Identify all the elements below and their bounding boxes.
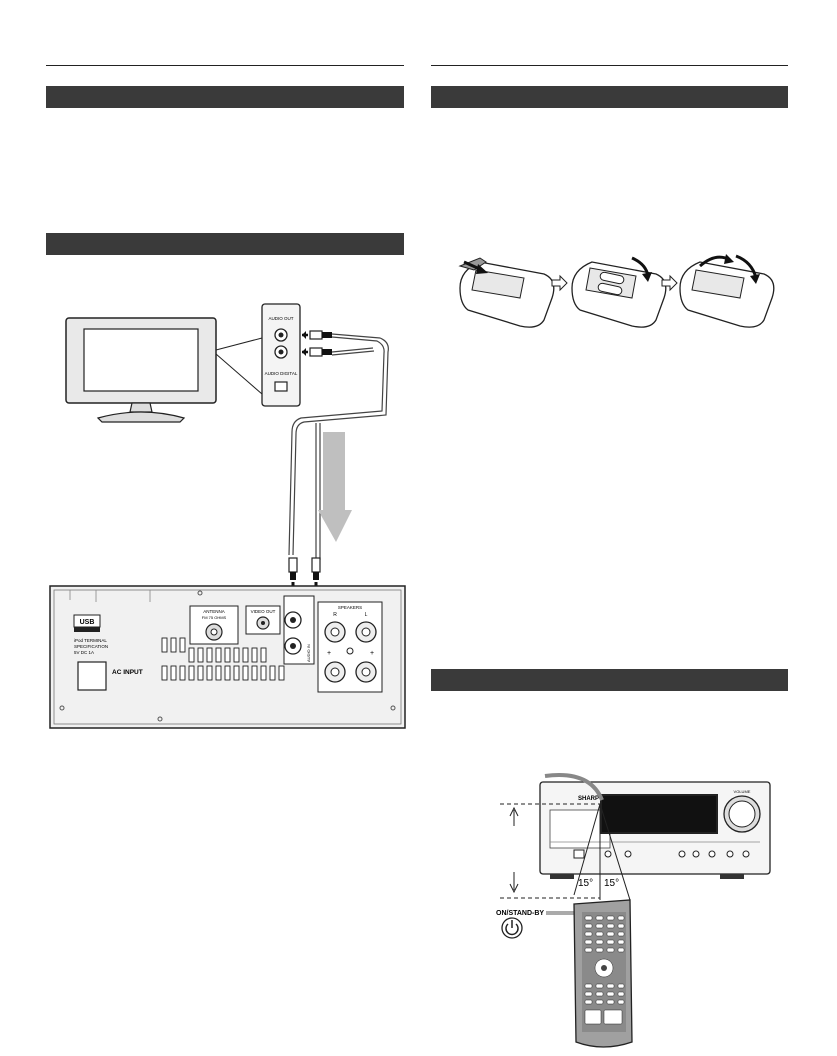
ipod-spec-line-3: 5V DC 1A — [74, 650, 94, 655]
remote-step-3 — [679, 254, 775, 328]
audio-cable — [288, 333, 389, 560]
tv-terminal-panel: AUDIO OUT AUDIO DIGITAL — [261, 303, 301, 407]
speaker-r-label: R — [333, 612, 337, 618]
section-header-bar-left-1 — [46, 86, 404, 108]
ac-input-label: AC INPUT — [112, 669, 143, 676]
tv-connection-diagram: AUDIO OUT AUDIO DIGITAL — [49, 303, 406, 729]
tv-illustration — [65, 317, 217, 423]
rca-plugs-unit-side — [288, 557, 321, 580]
rca-plugs-tv-side — [302, 330, 332, 357]
brand-logo: SHARP — [578, 796, 599, 802]
section-header-bar-right-2 — [431, 669, 788, 691]
section-header-bar-right-1 — [431, 86, 788, 108]
antenna-label: ANTENNA — [203, 609, 225, 614]
main-unit-front: SHARP VOLUME — [539, 781, 771, 879]
panel-audio-digital-label: AUDIO DIGITAL — [265, 371, 298, 376]
top-rule-left — [46, 65, 404, 66]
volume-label: VOLUME — [734, 789, 751, 794]
angle-left-label: 15° — [578, 878, 593, 889]
speakers-label: SPEAKERS — [338, 605, 362, 610]
usb-label: USB — [80, 619, 95, 626]
step-arrow-1 — [551, 274, 568, 292]
remote-operating-range-diagram: SHARP VOLUME 15° 15° ON/STAND-BY — [496, 773, 771, 1048]
video-out-label: VIDEO OUT — [251, 609, 276, 614]
remote-step-2 — [571, 256, 667, 328]
remote-step-1 — [458, 257, 555, 328]
top-rule-right — [431, 65, 788, 66]
battery-installation-diagram — [458, 254, 775, 328]
svg-text:+: + — [327, 650, 331, 657]
panel-audio-out-label: AUDIO OUT — [268, 316, 293, 321]
main-unit-rear-panel: USB iPod TERMINAL SPECIFICATION 5V DC 1A… — [49, 585, 406, 729]
angle-right-label: 15° — [604, 878, 619, 889]
speaker-l-label: L — [365, 612, 368, 618]
remote-control — [573, 899, 633, 1048]
fm-75ohms-label: FM 75 OHMS — [202, 615, 227, 620]
large-down-arrow — [318, 432, 352, 542]
section-header-bar-left-2 — [46, 233, 404, 255]
svg-text:+: + — [370, 650, 374, 657]
ipod-spec-line-1: iPod TERMINAL — [74, 638, 107, 643]
on-standby-label: ON/STAND-BY — [496, 910, 544, 917]
step-arrow-2 — [661, 274, 678, 292]
ipod-spec-line-2: SPECIFICATION — [74, 644, 108, 649]
audio-in-label: AUDIO IN — [306, 644, 311, 662]
